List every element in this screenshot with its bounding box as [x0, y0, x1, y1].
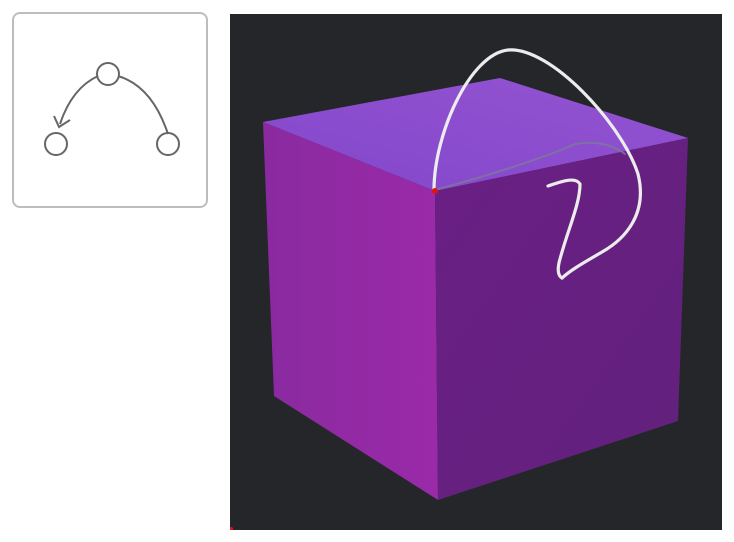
drawn-stroke[interactable] [432, 48, 642, 280]
stroke-shadow [434, 141, 626, 191]
cube-right-face[interactable] [435, 138, 688, 500]
cube-left-face[interactable] [263, 122, 438, 500]
arc-left [59, 75, 99, 125]
cube[interactable] [263, 78, 688, 500]
node-top [96, 62, 120, 86]
rotate-tool-button[interactable] [12, 12, 208, 208]
arc-right [117, 75, 169, 135]
node-left [44, 132, 68, 156]
scene-canvas[interactable] [230, 14, 722, 530]
cube-top-face[interactable] [263, 78, 688, 191]
stroke-hook [546, 178, 582, 280]
selection-marker [432, 188, 438, 194]
node-right [156, 132, 180, 156]
arc-rotate-icon [44, 62, 180, 156]
stroke-arc [432, 48, 642, 280]
origin-marker [230, 527, 233, 530]
arrow-head [53, 115, 71, 129]
3d-viewport[interactable] [230, 14, 722, 530]
arc-rotate-glyph [44, 62, 180, 156]
